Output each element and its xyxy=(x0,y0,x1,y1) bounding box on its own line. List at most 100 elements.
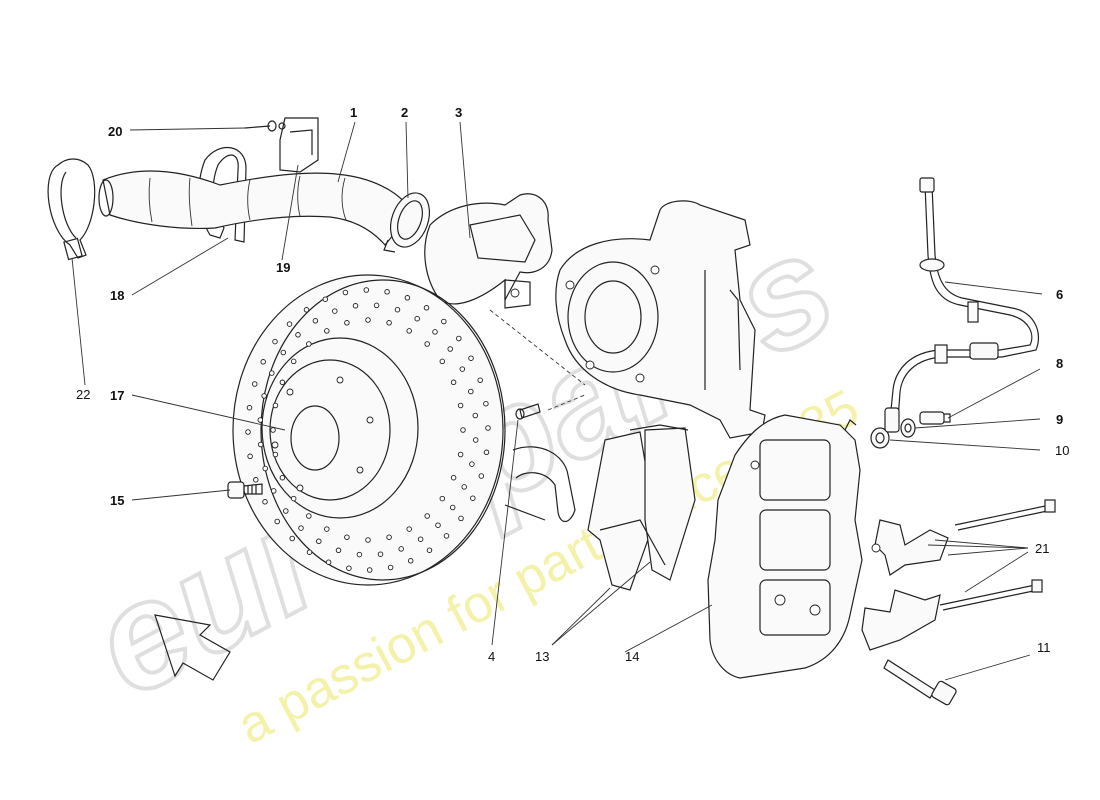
disc-drill-hole xyxy=(456,335,462,342)
callout-6: 6 xyxy=(1056,287,1063,302)
disc-drill-hole xyxy=(269,370,275,376)
disc-drill-hole xyxy=(458,515,464,522)
disc-drill-hole xyxy=(417,536,424,542)
callout-3: 3 xyxy=(455,105,462,120)
disc-drill-hole xyxy=(443,533,450,539)
disc-drill-hole xyxy=(469,461,475,467)
callout-10: 10 xyxy=(1055,443,1069,458)
front-direction-arrow-icon xyxy=(154,614,231,681)
disc-drill-hole xyxy=(344,534,350,540)
callout-19: 19 xyxy=(276,260,290,275)
leader-lines xyxy=(71,121,1043,681)
disc-drill-hole xyxy=(283,508,289,514)
cooling-air-duct xyxy=(98,170,413,246)
disc-drill-hole xyxy=(470,495,476,501)
disc-drill-hole xyxy=(363,287,370,293)
disc-drill-hole xyxy=(251,381,258,387)
rivet-20 xyxy=(244,120,286,132)
disc-drill-hole xyxy=(324,328,330,334)
alignment-line-a xyxy=(489,309,586,386)
callout-11: 11 xyxy=(1037,640,1051,655)
disc-drill-hole xyxy=(272,451,279,458)
disc-drill-hole xyxy=(373,302,380,309)
disc-drill-hole xyxy=(384,289,390,295)
disc-drill-hole xyxy=(316,538,322,545)
disc-drill-hole xyxy=(386,534,392,540)
disc-drill-hole xyxy=(426,547,433,553)
disc-drill-hole xyxy=(274,518,280,525)
disc-drill-hole xyxy=(344,320,350,326)
brake-shield-3 xyxy=(424,193,553,309)
union-bolt-8 xyxy=(919,411,951,425)
brake-pads-13 xyxy=(587,424,696,591)
disc-drill-hole xyxy=(312,318,319,324)
disc-drill-hole xyxy=(290,358,297,365)
disc-drill-hole xyxy=(257,417,264,423)
callout-15: 15 xyxy=(110,493,124,508)
hose-clamp-22 xyxy=(47,158,96,261)
disc-drill-hole xyxy=(441,318,447,325)
callout-8: 8 xyxy=(1056,356,1063,371)
disc-drill-hole xyxy=(478,473,485,479)
disc-drill-hole xyxy=(461,484,467,490)
brake-hose-6 xyxy=(889,177,1040,421)
disc-drill-hole xyxy=(485,425,491,431)
disc-drill-hole xyxy=(387,564,394,571)
disc-drill-hole xyxy=(245,429,251,435)
disc-drill-hole xyxy=(295,332,301,338)
disc-drill-hole xyxy=(335,547,342,554)
disc-drill-hole xyxy=(414,315,420,322)
disc-drill-hole xyxy=(253,477,259,483)
brake-caliper-14 xyxy=(707,414,863,679)
callout-20: 20 xyxy=(108,124,122,139)
disc-drill-hole xyxy=(394,306,401,313)
callout-18: 18 xyxy=(110,288,124,303)
disc-drill-hole xyxy=(450,379,457,386)
callout-4: 4 xyxy=(488,649,495,664)
seal-ring-9 xyxy=(900,418,916,438)
disc-drill-hole xyxy=(322,296,329,302)
disc-drill-hole xyxy=(290,495,297,502)
disc-drill-hole xyxy=(407,558,414,564)
disc-drill-hole xyxy=(257,441,264,448)
disc-drill-hole xyxy=(324,526,330,532)
disc-drill-hole xyxy=(270,488,277,494)
disc-drill-hole xyxy=(306,341,312,347)
disc-drill-hole xyxy=(435,522,441,528)
disc-drill-hole xyxy=(432,329,438,335)
disc-drill-hole xyxy=(377,551,384,557)
disc-drill-hole xyxy=(272,338,278,345)
disc-drill-hole xyxy=(261,393,267,399)
pad-retaining-kit-21 xyxy=(861,499,1056,651)
disc-drill-hole xyxy=(472,437,479,443)
callout-14: 14 xyxy=(625,649,639,664)
disc-drill-hole xyxy=(386,320,392,326)
callout-22: 22 xyxy=(76,387,90,402)
disc-drill-hole xyxy=(332,308,338,314)
disc-drill-hole xyxy=(447,346,453,352)
disc-drill-hole xyxy=(303,307,310,313)
disc-drill-hole xyxy=(449,504,456,511)
disc-drill-hole xyxy=(279,474,286,481)
callout-9: 9 xyxy=(1056,412,1063,427)
disc-drill-hole xyxy=(247,453,253,460)
callout-21: 21 xyxy=(1035,541,1049,556)
disc-drill-hole xyxy=(406,328,412,334)
disc-drill-hole xyxy=(298,525,304,531)
disc-drill-hole xyxy=(306,513,312,519)
disc-drill-hole xyxy=(246,404,253,411)
screw-4 xyxy=(515,403,541,420)
callout-17: 17 xyxy=(110,388,124,403)
disc-drill-hole xyxy=(460,427,466,433)
disc-drill-hole xyxy=(424,513,430,519)
disc-drill-hole xyxy=(477,377,483,383)
clip-4 xyxy=(504,446,576,523)
bolt-11 xyxy=(883,659,957,706)
disc-drill-hole xyxy=(306,549,313,555)
disc-drill-hole xyxy=(272,402,279,409)
disc-drill-hole xyxy=(459,366,466,372)
callout-13: 13 xyxy=(535,649,549,664)
disc-drill-hole xyxy=(342,289,349,296)
disc-drill-hole xyxy=(439,358,446,365)
